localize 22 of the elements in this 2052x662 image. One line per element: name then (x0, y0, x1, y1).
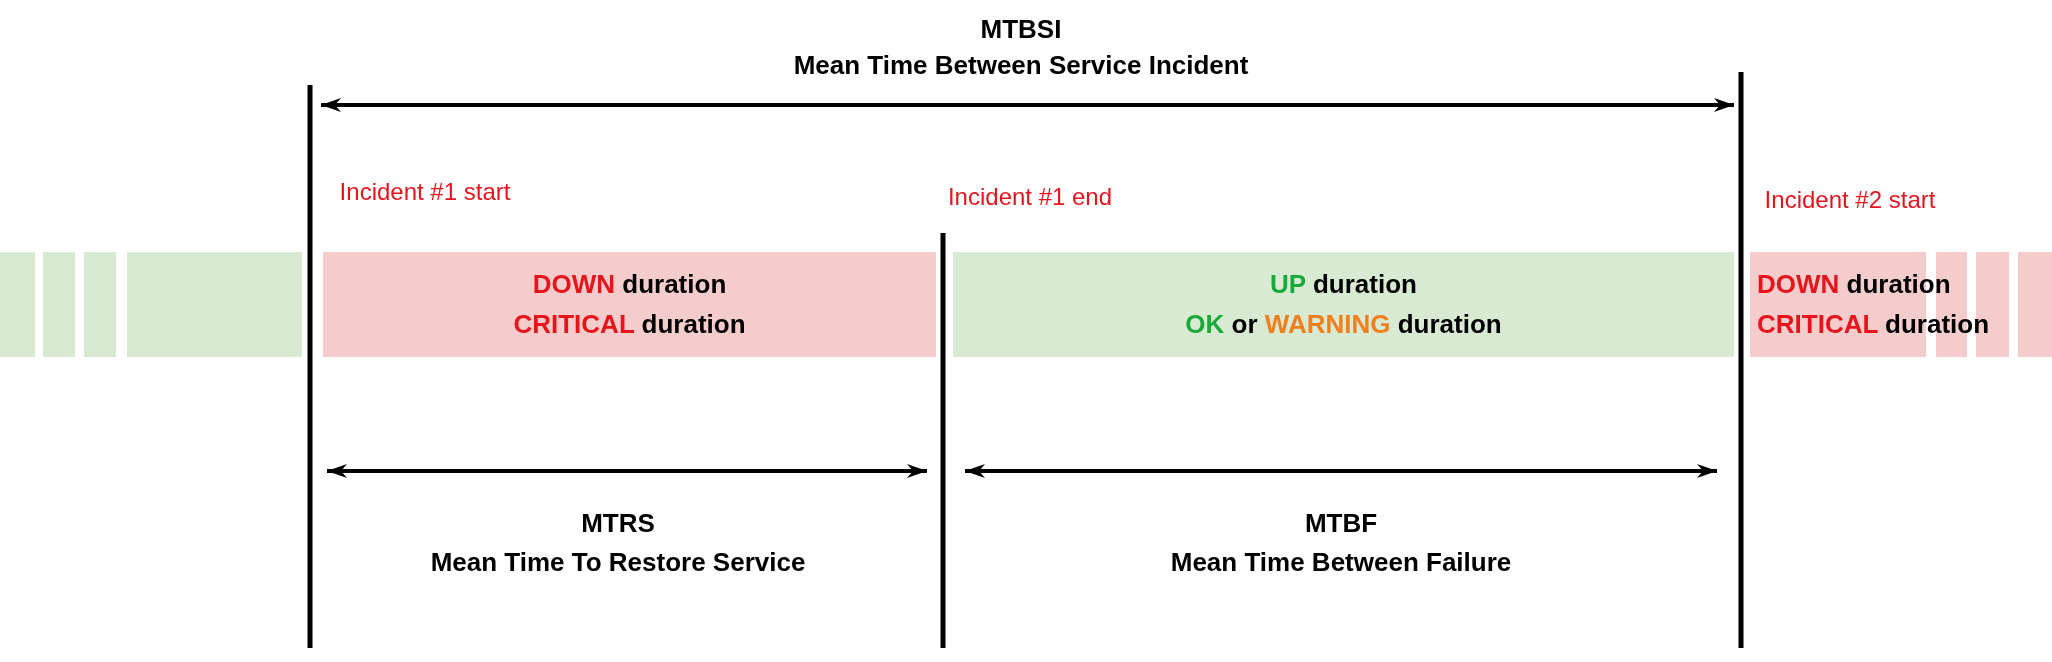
bar-segment (0, 252, 35, 357)
duration-bar (323, 252, 936, 357)
bar-segment (127, 252, 302, 357)
event-label: Incident #2 start (1764, 186, 1936, 214)
bar-segment (84, 252, 116, 357)
definition-label: Mean Time Between Service Incident (793, 50, 1249, 81)
duration-text: DOWN duration (1757, 268, 1951, 301)
abbreviation-label: MTRS (581, 508, 655, 539)
event-label: Incident #1 end (947, 183, 1113, 211)
duration-text: DOWN duration (532, 268, 727, 301)
abbreviation-label: MTBSI (980, 14, 1062, 45)
duration-text: UP duration (1270, 268, 1417, 301)
definition-label: Mean Time Between Failure (1170, 547, 1512, 578)
bar-segment (43, 252, 75, 357)
duration-text: CRITICAL duration (1757, 308, 1990, 341)
bar-segment (2018, 252, 2052, 357)
definition-label: Mean Time To Restore Service (430, 547, 806, 578)
duration-text: CRITICAL duration (513, 308, 746, 341)
abbreviation-label: MTBF (1304, 508, 1378, 539)
duration-bar (953, 252, 1734, 357)
duration-text: OK or WARNING duration (1185, 308, 1502, 341)
event-label: Incident #1 start (339, 178, 511, 206)
